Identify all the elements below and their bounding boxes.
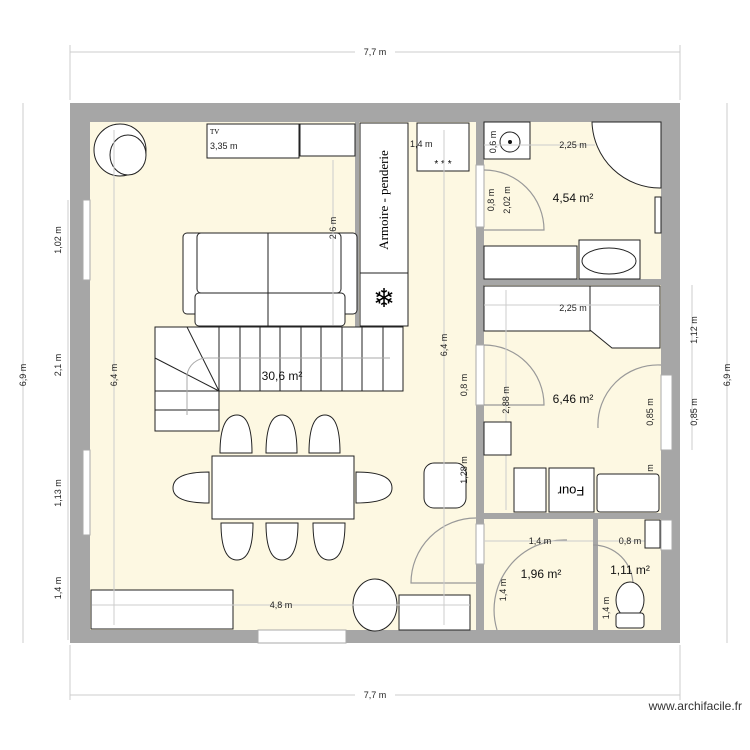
- dim-room4-width: 1,4 m: [529, 536, 552, 546]
- dim-bath-width: 2,25 m: [559, 140, 587, 150]
- cabinet-2: [398, 594, 471, 631]
- windows: [82, 164, 673, 644]
- dim-left-seg-1: 1,02 m: [53, 226, 63, 254]
- dim-bottom: 7,7 m: [364, 690, 387, 700]
- towel-rail: [654, 196, 662, 234]
- room-area-kitchen: 6,46 m²: [553, 392, 594, 406]
- dim-wc-height: 1,4 m: [601, 597, 611, 620]
- dim-living-bottom: 4,8 m: [270, 600, 293, 610]
- watermark: www.archifacile.fr: [648, 699, 742, 713]
- wardrobe: [359, 122, 409, 274]
- tv-stand: [206, 123, 300, 159]
- dim-door-128: 1,28 m: [459, 456, 469, 484]
- dim-left-seg-3: 1,13 m: [53, 479, 63, 507]
- dim-left-seg-4: 1,4 m: [53, 577, 63, 600]
- room-area-living: 30,6 m²: [262, 369, 303, 383]
- room-area-wc: 1,11 m²: [610, 563, 650, 577]
- counter: [483, 285, 591, 332]
- dim-left-seg-2: 2,1 m: [53, 354, 63, 377]
- cabinet: [299, 123, 356, 157]
- dim-kitchen-085: 0,85 m: [645, 398, 655, 426]
- dining-table: [172, 414, 393, 561]
- dim-tv: 3,35 m: [210, 141, 238, 151]
- corner-counter: [589, 285, 661, 349]
- dim-living-right: 6,4 m: [439, 334, 449, 357]
- dim-bath-08: 0,8 m: [486, 189, 496, 212]
- sideboard: [90, 589, 234, 630]
- interior-wall: [355, 122, 359, 327]
- room-area-bathroom: 4,54 m²: [553, 191, 594, 205]
- burners-icon: * * *: [434, 159, 451, 170]
- interior-wall: [484, 513, 661, 519]
- staircase: [154, 326, 404, 432]
- doors: [410, 169, 662, 631]
- bin: [483, 421, 512, 456]
- dim-living-left: 6,4 m: [109, 364, 119, 387]
- bathtub-cabinet: [483, 245, 578, 280]
- dim-kitchen-288: 2,88 m: [501, 386, 511, 414]
- dim-right-seg-1: 1,12 m: [689, 316, 699, 344]
- snowflake-icon: ❄: [373, 283, 395, 313]
- dim-left: 6,9 m: [18, 364, 28, 387]
- oven: [548, 467, 595, 513]
- dishwasher: [513, 467, 547, 513]
- interior-wall: [484, 279, 661, 285]
- dim-bath-06: 0,6 m: [488, 131, 498, 154]
- dim-room4-height: 1,4 m: [498, 579, 508, 602]
- interior-wall: [593, 519, 598, 630]
- dim-bath-202: 2,02 m: [502, 186, 512, 214]
- dim-right-seg-2: 0,85 m: [689, 398, 699, 426]
- armchair: [93, 123, 147, 177]
- tv-label: TV: [210, 128, 219, 136]
- dim-right: 6,9 m: [722, 364, 732, 387]
- dimension-lines: 7,7 m 7,7 m 6,9 m 6,9 m 1,02 m 2,1 m 1,1…: [18, 45, 732, 701]
- dim-kitchen-width: 2,25 m: [559, 303, 587, 313]
- dim-door-08: 0,8 m: [459, 374, 469, 397]
- fridge: [359, 272, 409, 327]
- sofa: [182, 232, 358, 327]
- hand-basin: [644, 519, 661, 549]
- stove: [416, 122, 470, 172]
- sink: [596, 473, 660, 513]
- oven-label: Four: [557, 484, 584, 499]
- stove-heater: [423, 462, 467, 509]
- dim-closet: 1,4 m: [410, 139, 433, 149]
- shower: [591, 121, 662, 189]
- room-area-room4: 1,96 m²: [521, 567, 562, 581]
- dim-wc-width: 0,8 m: [619, 536, 642, 546]
- wardrobe-label: Armoire - penderie: [376, 150, 391, 250]
- dim-top: 7,7 m: [364, 47, 387, 57]
- dim-living-26: 2,6 m: [328, 217, 338, 240]
